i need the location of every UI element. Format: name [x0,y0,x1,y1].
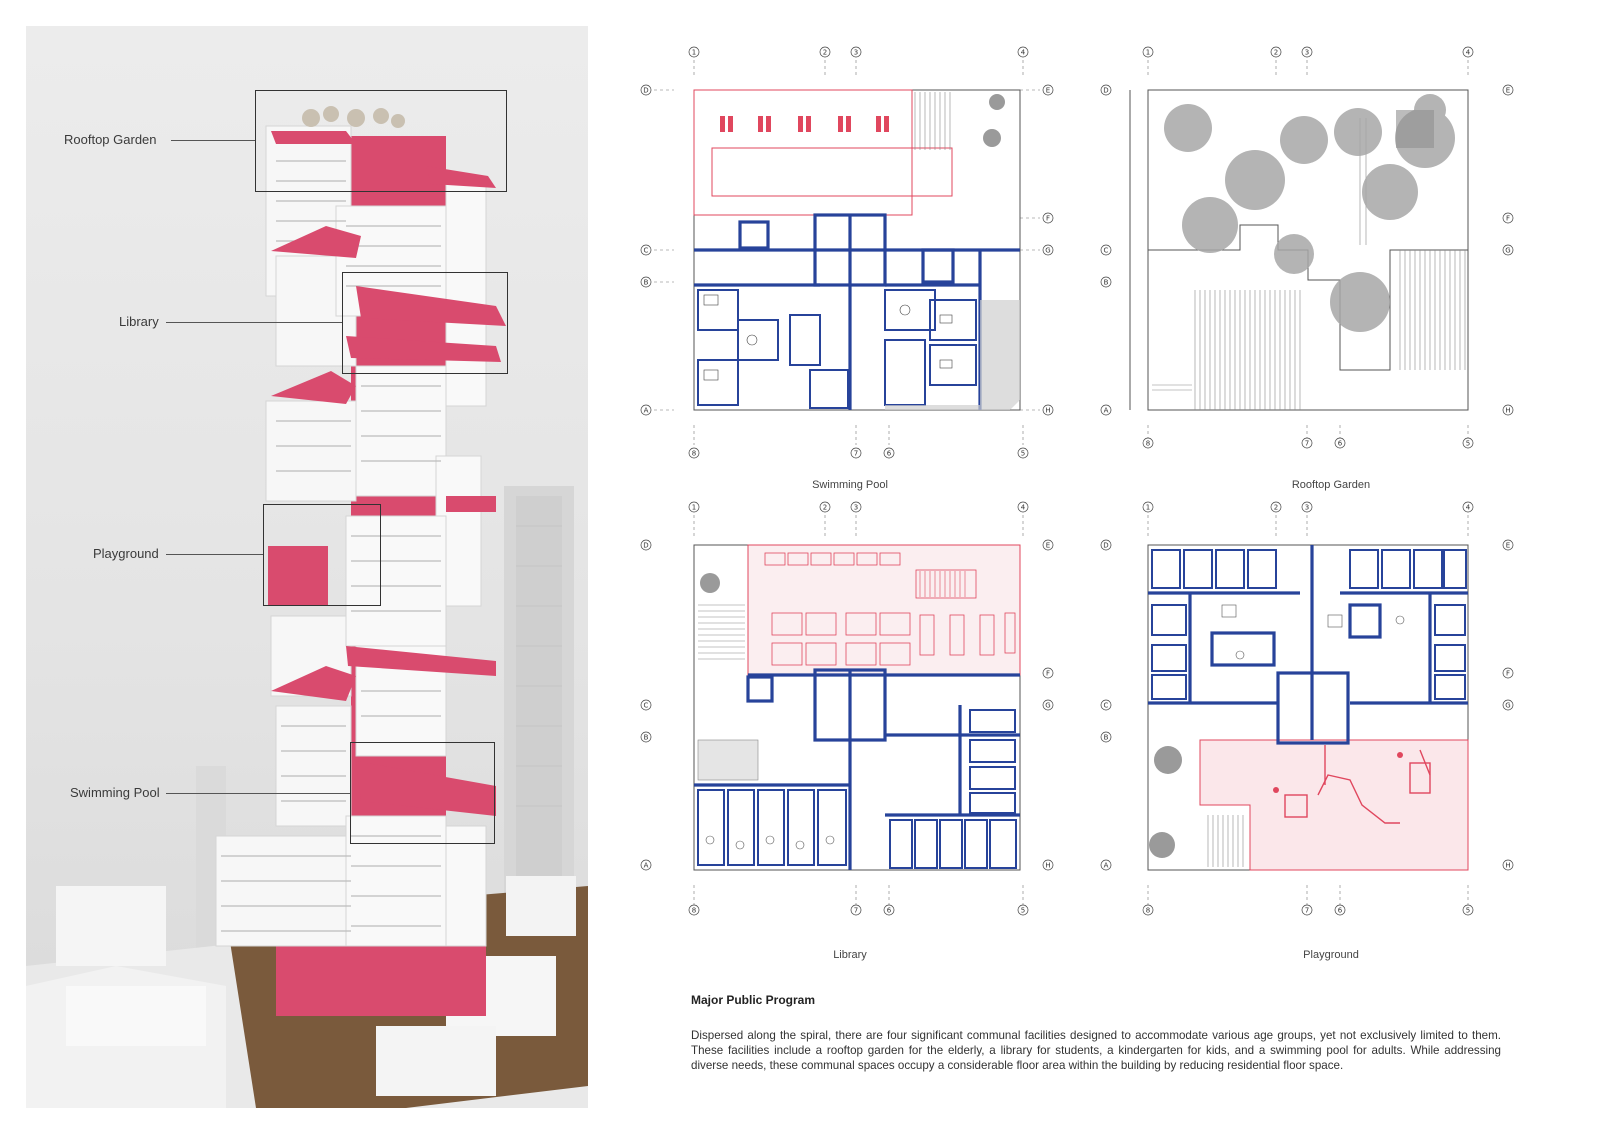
library-leader-line [166,322,342,323]
plan-library [640,505,1070,945]
library-label: Library [119,314,159,329]
plan-playground-drawing [1147,515,1469,905]
rooftop-garden-label: Rooftop Garden [64,132,157,147]
playground-label: Playground [93,546,159,561]
caption-swimming-pool: Swimming Pool [812,479,888,491]
tower-model-illustration [26,106,588,1108]
plan-swimming-pool [640,40,1070,480]
caption-rooftop-garden: Rooftop Garden [1291,479,1371,491]
caption-playground: Playground [1303,949,1359,961]
rooftop-garden-leader-line [171,140,255,141]
program-description: Dispersed along the spiral, there are fo… [691,1029,1501,1072]
plan-playground [1100,505,1530,945]
playground-leader-line [166,554,263,555]
swimming-pool-callout-box [350,742,495,844]
model-photo-panel: Rooftop Garden Library Playground Swimmi… [26,26,588,1108]
playground-callout-box [263,504,381,606]
caption-library: Library [833,949,867,961]
plan-library-drawing [693,515,1024,905]
plan-rooftop-garden [1100,40,1530,480]
rooftop-garden-callout-box [255,90,507,192]
program-heading: Major Public Program [691,993,816,1007]
plan-swimming-pool-drawing [654,60,1040,445]
plan-rooftop-garden-drawing [1129,60,1469,445]
swimming-pool-leader-line [166,793,350,794]
grid-lines [654,60,1040,445]
swimming-pool-label: Swimming Pool [70,785,160,800]
library-callout-box [342,272,508,374]
